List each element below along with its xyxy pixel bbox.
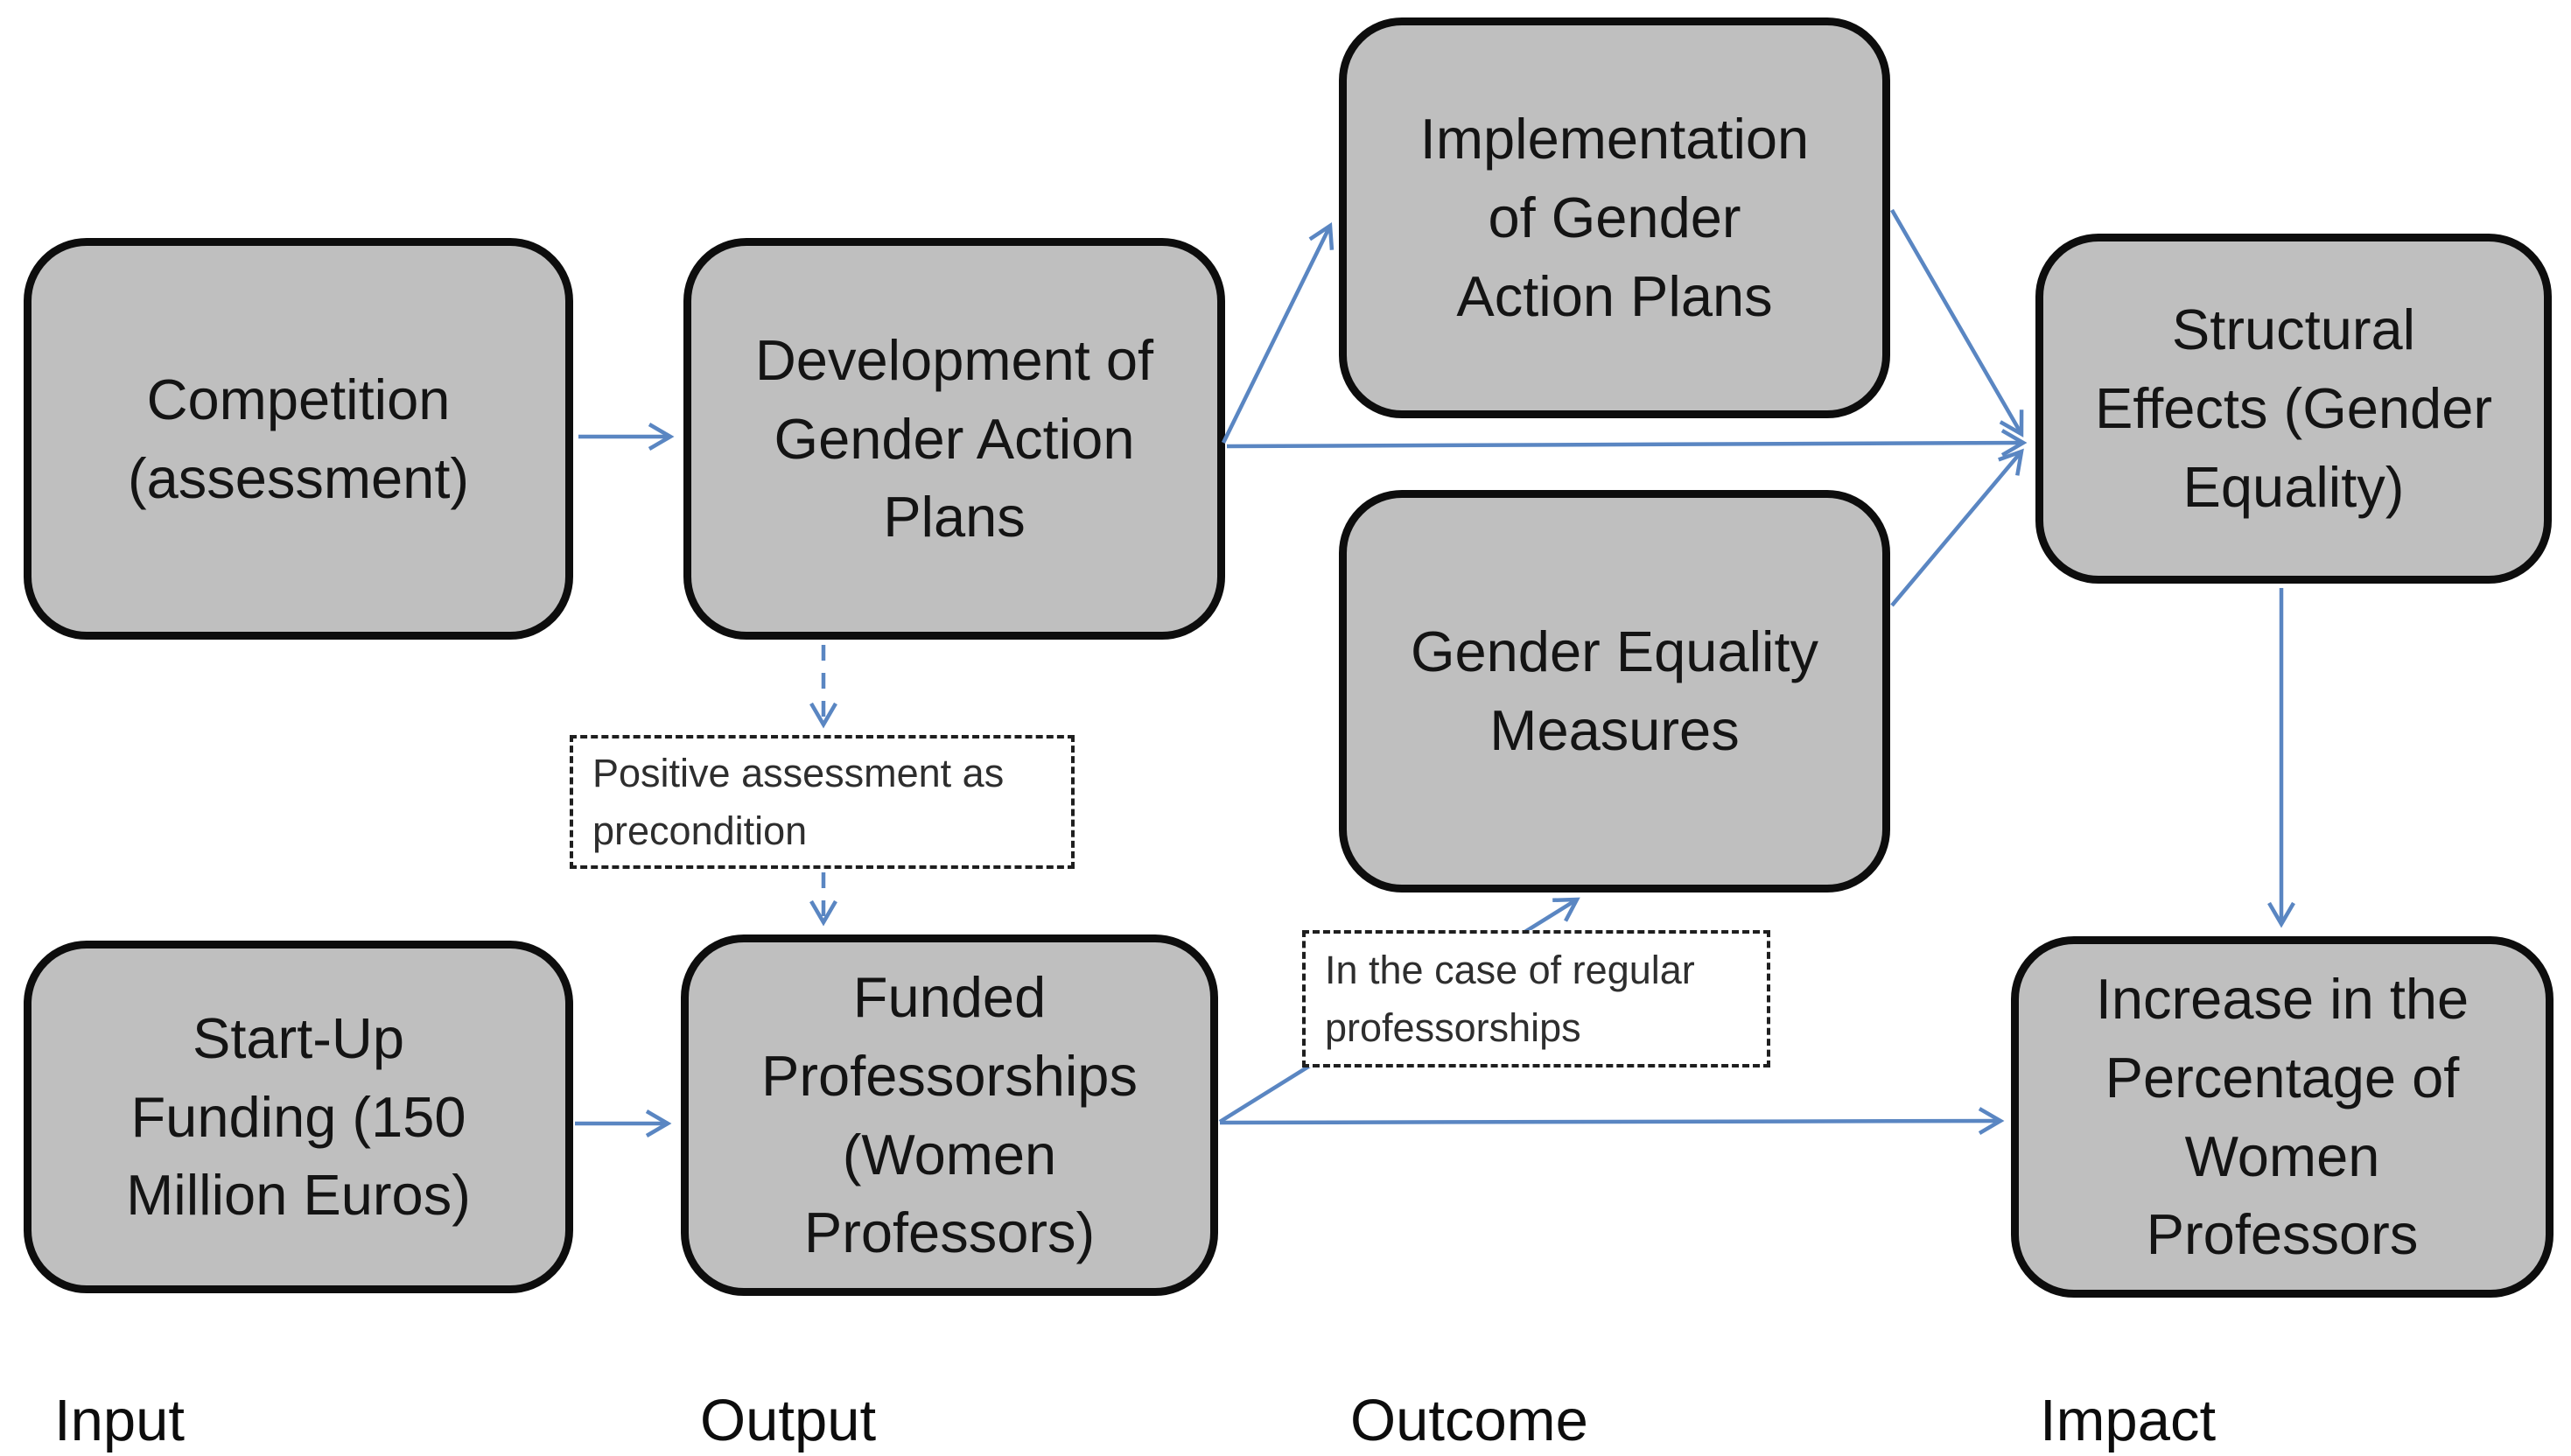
arrow-development-to-implementation [1221, 221, 1335, 444]
stage-label-impact: Impact [2040, 1388, 2217, 1453]
stage-label-output: Output [700, 1388, 877, 1453]
stage-label-outcome: Outcome [1350, 1388, 1588, 1453]
arrow-development-to-structural-effects [1226, 429, 2028, 458]
node-competition-assessment: Competition(assessment) [24, 238, 573, 640]
arrow-funded-professorships-to-increase [1219, 1107, 2005, 1135]
stage-label-input: Input [54, 1388, 186, 1453]
arrow-gender-equality-measures-to-structural-effects [1890, 448, 2024, 607]
arrow-implementation-to-structural-effects [1890, 208, 2024, 438]
